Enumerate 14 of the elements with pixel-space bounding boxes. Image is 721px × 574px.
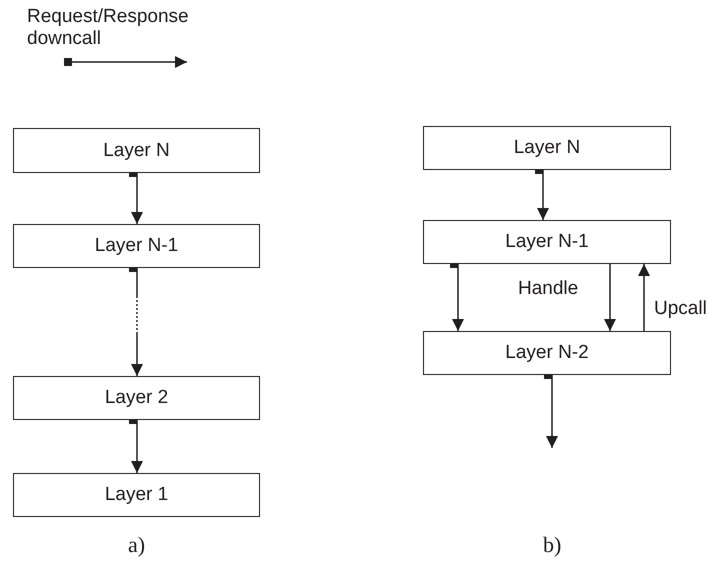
edge-label: Upcall [654, 298, 707, 320]
layer-box: Layer 1 [13, 473, 260, 517]
layer-box: Layer N-2 [423, 331, 671, 375]
legend-text: Request/Response downcall [27, 6, 190, 50]
layer-box: Layer N-1 [423, 220, 671, 264]
layer-box: Layer N [423, 126, 671, 170]
layer-box: Layer 2 [13, 376, 260, 420]
arrow [638, 264, 650, 331]
caption: b) [543, 532, 562, 558]
caption: a) [128, 532, 146, 558]
arrow [604, 264, 616, 331]
edge-label: Handle [518, 278, 578, 300]
layer-box: Layer N [13, 128, 260, 173]
layer-box: Layer N-1 [13, 224, 260, 268]
